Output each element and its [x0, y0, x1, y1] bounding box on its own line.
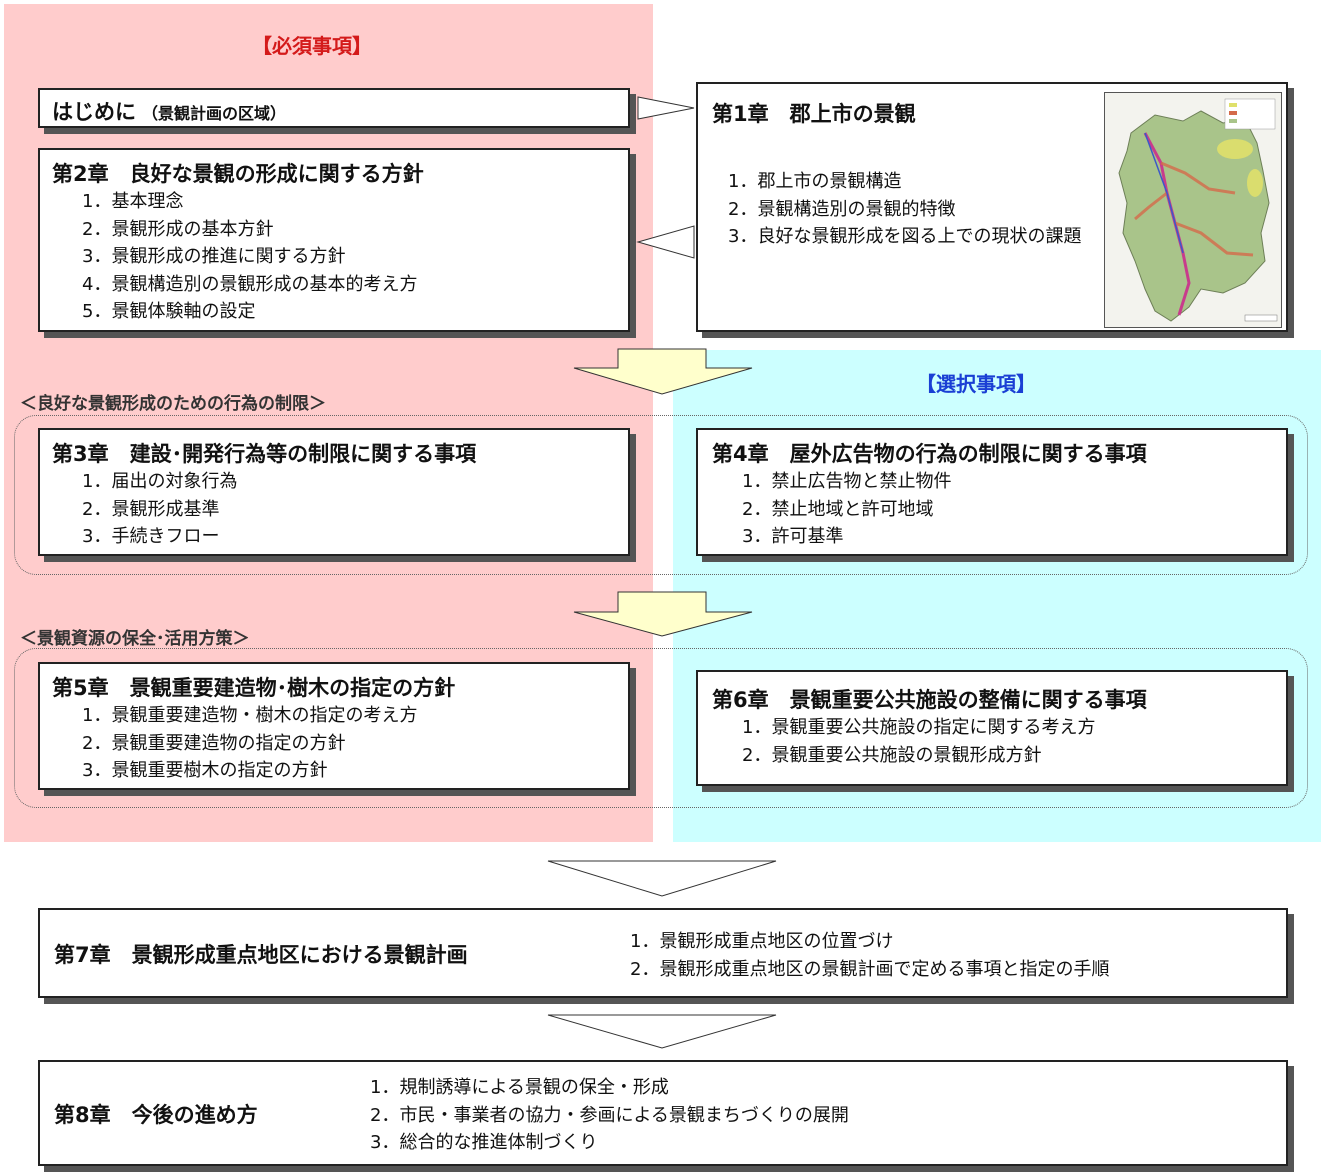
chapter-1-items: 1．郡上市の景観構造 2．景観構造別の景観的特徴 3．良好な景観形成を図る上での… [728, 168, 1088, 251]
chapter-8-item-3: 3．総合的な推進体制づくり [370, 1132, 598, 1153]
optional-header: 【選択事項】 [916, 372, 1036, 396]
chapter-7-items: 1．景観形成重点地区の位置づけ 2．景観形成重点地区の景観計画で定める事項と指定… [630, 928, 1109, 983]
chapter-3-item-2: 2．景観形成基準 [82, 498, 220, 520]
chapter-6-item-1: 1．景観重要公共施設の指定に関する考え方 [742, 717, 1096, 738]
chapter-6-item-2: 2．景観重要公共施設の景観形成方針 [742, 744, 1042, 766]
intro-subtitle: （景観計画の区域） [142, 104, 287, 123]
chapter-1-title: 第1章 郡上市の景観 [712, 102, 916, 126]
chapter-1-box: 第1章 郡上市の景観 1．郡上市の景観構造 2．景観構造別の景観的特徴 3．良好… [696, 82, 1288, 332]
chapter-7-item-2: 2．景観形成重点地区の景観計画で定める事項と指定の手順 [630, 958, 1110, 980]
chapter-4-item-3: 3．許可基準 [742, 526, 844, 547]
chapter-4-box: 第4章 屋外広告物の行為の制限に関する事項 1．禁止広告物と禁止物件 2．禁止地… [696, 428, 1288, 556]
chapter-2-item-1: 1．基本理念 [82, 191, 184, 212]
chapter-7-item-1: 1．景観形成重点地区の位置づけ [630, 931, 894, 952]
chapter-5-item-2: 2．景観重要建造物の指定の方針 [82, 732, 346, 754]
arrow-ch1-to-ch2 [636, 225, 695, 259]
chapter-2-item-4: 4．景観構造別の景観形成の基本的考え方 [82, 273, 418, 295]
arrow-down-to-ch5-ch6 [573, 591, 753, 637]
chapter-3-box: 第3章 建設･開発行為等の制限に関する事項 1．届出の対象行為 2．景観形成基準… [38, 428, 630, 556]
chapter-2-title: 第2章 良好な景観の形成に関する方針 [52, 162, 424, 186]
chapter-3-item-3: 3．手続きフロー [82, 526, 220, 547]
intro-title: はじめに （景観計画の区域） [52, 96, 286, 126]
chapter-8-items: 1．規制誘導による景観の保全・形成 2．市民・事業者の協力・参画による景観まちづ… [370, 1074, 849, 1157]
chapter-8-box: 第8章 今後の進め方 1．規制誘導による景観の保全・形成 2．市民・事業者の協力… [38, 1060, 1288, 1166]
chapter-2-item-2: 2．景観形成の基本方針 [82, 218, 274, 240]
chapter-6-title: 第6章 景観重要公共施設の整備に関する事項 [712, 688, 1147, 712]
arrow-down-to-ch7 [547, 860, 777, 897]
chapter-4-item-1: 1．禁止広告物と禁止物件 [742, 471, 952, 492]
arrow-ch1-to-intro [637, 96, 695, 120]
restriction-group-outline [14, 415, 1308, 575]
chapter-4-items: 1．禁止広告物と禁止物件 2．禁止地域と許可地域 3．許可基準 [742, 468, 951, 551]
chapter-3-items: 1．届出の対象行為 2．景観形成基準 3．手続きフロー [82, 468, 237, 551]
intro-title-text: はじめに [52, 100, 136, 124]
section-restriction-label: ＜良好な景観形成のための行為の制限＞ [20, 394, 326, 414]
chapter-8-title: 第8章 今後の進め方 [54, 1103, 258, 1127]
chapter-2-items: 1．基本理念 2．景観形成の基本方針 3．景観形成の推進に関する方針 4．景観構… [82, 188, 417, 326]
required-header: 【必須事項】 [252, 34, 372, 58]
chapter-1-item-1: 1．郡上市の景観構造 [728, 171, 902, 192]
chapter-5-item-1: 1．景観重要建造物・樹木の指定の考え方 [82, 705, 418, 726]
chapter-5-box: 第5章 景観重要建造物･樹木の指定の方針 1．景観重要建造物・樹木の指定の考え方… [38, 662, 630, 790]
chapter-6-items: 1．景観重要公共施設の指定に関する考え方 2．景観重要公共施設の景観形成方針 [742, 714, 1095, 769]
intro-box: はじめに （景観計画の区域） [38, 88, 630, 128]
chapter-2-item-3: 3．景観形成の推進に関する方針 [82, 246, 346, 267]
chapter-7-box: 第7章 景観形成重点地区における景観計画 1．景観形成重点地区の位置づけ 2．景… [38, 908, 1288, 998]
chapter-3-title: 第3章 建設･開発行為等の制限に関する事項 [52, 442, 477, 466]
chapter-1-item-3: 3．良好な景観形成を図る上での現状の課題 [728, 226, 1082, 247]
resources-group-outline [14, 648, 1308, 808]
chapter-3-item-1: 1．届出の対象行為 [82, 471, 238, 492]
chapter-5-title: 第5章 景観重要建造物･樹木の指定の方針 [52, 676, 456, 700]
chapter-6-box: 第6章 景観重要公共施設の整備に関する事項 1．景観重要公共施設の指定に関する考… [696, 670, 1288, 786]
arrow-down-to-ch8 [547, 1014, 777, 1049]
chapter-5-item-3: 3．景観重要樹木の指定の方針 [82, 760, 328, 781]
gujo-landscape-map [1104, 92, 1282, 328]
chapter-7-title: 第7章 景観形成重点地区における景観計画 [54, 943, 468, 967]
arrow-down-to-ch3-ch4 [573, 348, 753, 395]
chapter-4-title: 第4章 屋外広告物の行為の制限に関する事項 [712, 442, 1147, 466]
chapter-2-box: 第2章 良好な景観の形成に関する方針 1．基本理念 2．景観形成の基本方針 3．… [38, 148, 630, 332]
chapter-8-item-2: 2．市民・事業者の協力・参画による景観まちづくりの展開 [370, 1104, 849, 1126]
chapter-8-item-1: 1．規制誘導による景観の保全・形成 [370, 1077, 669, 1098]
chapter-1-item-2: 2．景観構造別の景観的特徴 [728, 198, 956, 220]
section-resources-label: ＜景観資源の保全･活用方策＞ [20, 629, 250, 649]
chapter-2-item-5: 5．景観体験軸の設定 [82, 301, 256, 322]
chapter-4-item-2: 2．禁止地域と許可地域 [742, 498, 934, 520]
chapter-5-items: 1．景観重要建造物・樹木の指定の考え方 2．景観重要建造物の指定の方針 3．景観… [82, 702, 417, 785]
